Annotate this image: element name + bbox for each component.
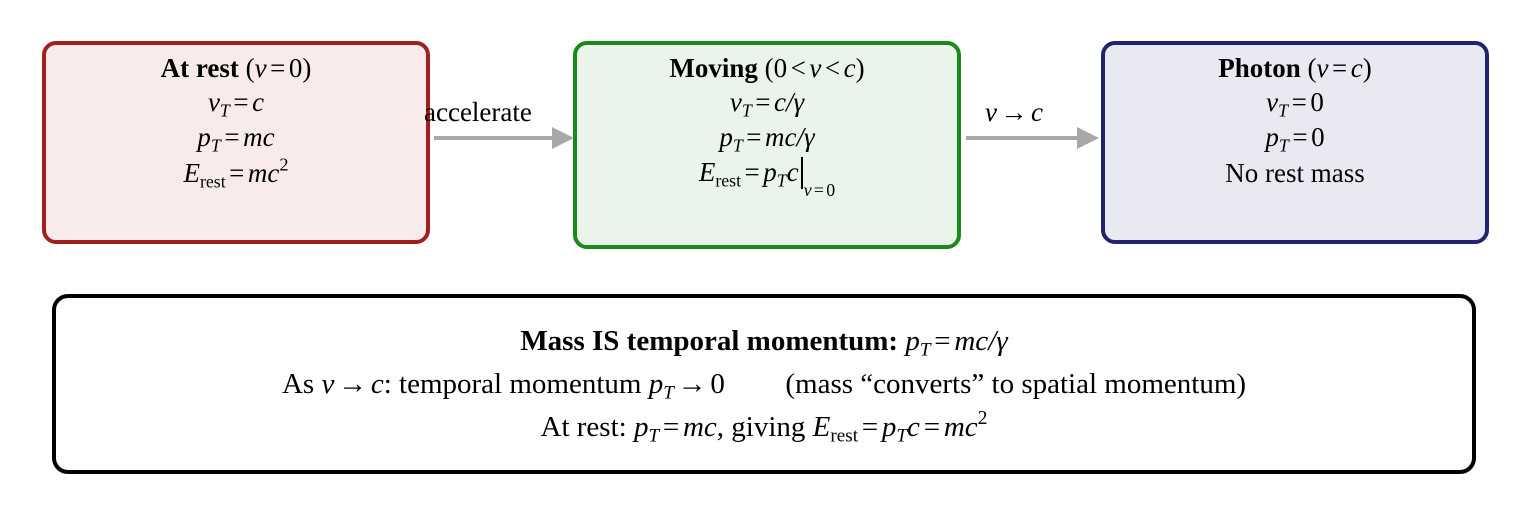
state-line-vT: vT=c (207, 86, 265, 121)
state-box-at-rest: At rest (v=0) vT=c pT=mc Erest=mc2 (42, 41, 430, 244)
arrow-head (552, 127, 574, 149)
summary-line-1: Mass IS temporal momentum: pT=mc/γ (520, 324, 1008, 361)
state-title-math: (v=c) (1307, 53, 1372, 83)
summary-line-2: As v→c: temporal momentum pT→0 (mass “co… (281, 367, 1247, 404)
state-box-photon: Photon (v=c) vT=0 pT=0 No rest mass (1101, 41, 1489, 244)
state-line-pT: pT=mc (197, 122, 275, 156)
state-title-bold: At rest (160, 53, 239, 83)
state-title-math: (0<v<c) (764, 53, 865, 83)
arrow-v-to-c (966, 127, 1101, 149)
state-title-bold: Photon (1218, 53, 1301, 83)
evaluation-bar (800, 157, 803, 190)
arrow-label-accelerate: accelerate (424, 97, 532, 127)
arrow-head (1077, 127, 1099, 149)
summary-line-1-math: pT=mc/γ (905, 324, 1008, 361)
state-title-bold: Moving (669, 53, 758, 83)
state-line-vT: vT=c/γ (729, 86, 805, 121)
summary-line-2-right: (mass “converts” to spatial momentum) (785, 367, 1247, 400)
arrow-label-v-to-c: v→c (985, 97, 1043, 127)
arrow-accelerate (434, 127, 574, 149)
summary-line-1-bold: Mass IS temporal momentum: (520, 324, 899, 357)
arrow-shaft (966, 136, 1079, 140)
state-line-no-rest-mass: No rest mass (1225, 158, 1365, 189)
state-title-moving: Moving (0<v<c) (669, 53, 864, 85)
summary-box: Mass IS temporal momentum: pT=mc/γ As v→… (52, 294, 1476, 474)
state-title-at-rest: At rest (v=0) (161, 53, 312, 85)
arrow-shaft (434, 136, 554, 140)
state-line-vT: vT=0 (1266, 86, 1324, 121)
state-line-pT: pT=mc/γ (719, 121, 815, 156)
state-box-moving: Moving (0<v<c) vT=c/γ pT=mc/γ Erest=pTcv… (573, 41, 961, 249)
state-line-pT: pT=0 (1265, 122, 1325, 156)
state-title-math: (v=0) (245, 53, 312, 83)
state-line-Erest-eval: Erest=pTcv=0 (698, 157, 836, 200)
state-title-photon: Photon (v=c) (1218, 53, 1371, 85)
state-line-Erest: Erest=mc2 (183, 154, 289, 192)
summary-line-3: At rest: pT=mc, giving Erest=pTc=mc2 (540, 406, 988, 447)
summary-line-2-left: As v→c: temporal momentum pT→0 (281, 367, 725, 404)
